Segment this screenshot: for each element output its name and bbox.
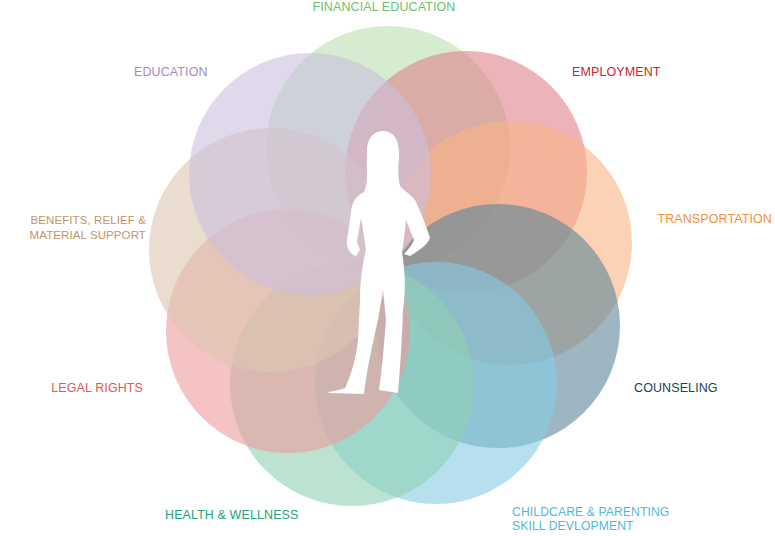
area-label: FINANCIAL EDUCATION xyxy=(289,0,479,15)
area-label: LEGAL RIGHTS xyxy=(13,381,143,396)
area-label: CHILDCARE & PARENTING SKILL DEVLOPMENT xyxy=(512,505,692,533)
area-label: COUNSELING xyxy=(634,381,764,396)
circle-shape xyxy=(388,121,632,365)
circle-shape xyxy=(149,128,393,372)
area-label: TRANSPORTATION xyxy=(632,212,772,227)
circle-fill xyxy=(189,53,431,295)
circle-shape xyxy=(266,26,510,270)
area-circle: CHILDCARE & PARENTING SKILL DEVLOPMENT xyxy=(315,262,557,504)
area-circle: COUNSELING xyxy=(376,204,620,448)
circle-shape xyxy=(189,53,431,295)
area-circle: EDUCATION xyxy=(189,53,431,295)
area-label: BENEFITS, RELIEF & MATERIAL SUPPORT xyxy=(2,213,146,243)
area-label: EMPLOYMENT xyxy=(572,65,702,80)
circle-shape xyxy=(166,209,410,453)
area-circle: BENEFITS, RELIEF & MATERIAL SUPPORT xyxy=(149,128,393,372)
circle-shape xyxy=(345,51,587,293)
area-circle: HEALTH & WELLNESS xyxy=(230,262,474,506)
area-label: EDUCATION xyxy=(134,65,254,80)
circle-shape xyxy=(230,262,474,506)
area-circle: EMPLOYMENT xyxy=(345,51,587,293)
circle-shape xyxy=(315,262,557,504)
area-circle: TRANSPORTATION xyxy=(388,121,632,365)
circle-shape xyxy=(376,204,620,448)
area-circle: FINANCIAL EDUCATION xyxy=(266,26,510,270)
area-circle: LEGAL RIGHTS xyxy=(166,209,410,453)
area-label: HEALTH & WELLNESS xyxy=(165,508,325,523)
